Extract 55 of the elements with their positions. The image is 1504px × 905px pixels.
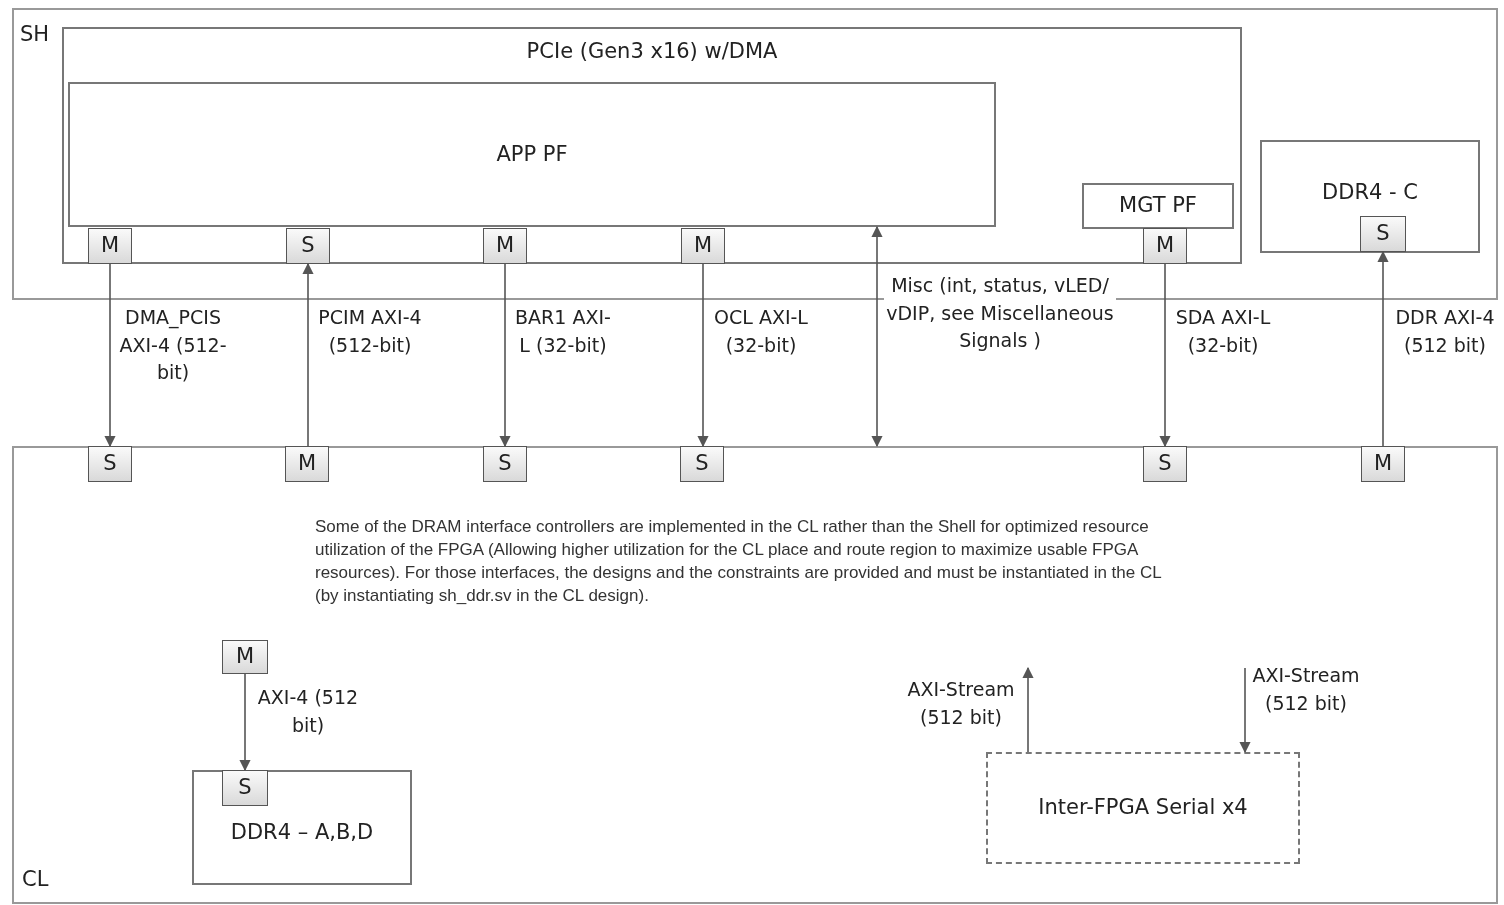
dashed-box: [986, 752, 1300, 864]
arrow: [499, 263, 511, 448]
port-label: S: [695, 451, 709, 477]
port-box: [1143, 446, 1187, 482]
port-label: S: [301, 233, 315, 259]
port-box: [88, 228, 132, 264]
block-box: [62, 27, 1242, 264]
port-box: [222, 640, 268, 674]
arrow: [871, 225, 883, 448]
port-label: S: [103, 451, 117, 477]
port-label: S: [1158, 451, 1172, 477]
port-box: [1360, 216, 1406, 252]
block-label: APP PF: [496, 141, 568, 168]
port-label: M: [235, 644, 255, 670]
port-box: [222, 770, 268, 806]
port-label: M: [693, 233, 713, 259]
block-label: DDR4 - C: [1322, 180, 1418, 206]
block-label: Inter-FPGA Serial x4: [1038, 795, 1248, 821]
arrow: [1239, 667, 1251, 754]
note-text: Some of the DRAM interface controllers are implemented in the CL rather than the Shell for optimized resource utilization of the FPGA (Allowing higher utilization for the CL place and route region to maximize usable FPGA resources). For those interfaces, the designs and the constraints are provided and must be instantiated in the CL (by instantiating sh_ddr.sv in the CL design).: [315, 516, 1163, 607]
arrow: [1159, 263, 1171, 448]
port-label: S: [498, 451, 512, 477]
port-box: [483, 446, 527, 482]
block-box: [68, 82, 996, 227]
port-box: [483, 228, 527, 264]
region-box: [12, 8, 1498, 300]
arrow: [1377, 250, 1389, 447]
arrow: [239, 673, 251, 772]
block-label: MGT PF: [1119, 193, 1197, 219]
port-label: M: [297, 451, 317, 477]
port-box: [1361, 446, 1405, 482]
block-label: PCIe (Gen3 x16) w/DMA: [526, 39, 778, 65]
port-box: [88, 446, 132, 482]
arrow: [1022, 666, 1034, 753]
region-label: CL: [22, 866, 49, 892]
arrow: [104, 263, 116, 448]
port-box: [286, 228, 330, 264]
port-box: [285, 446, 329, 482]
port-label: M: [1373, 451, 1393, 477]
block-box: [1260, 140, 1480, 253]
port-box: [680, 446, 724, 482]
block-box: [1082, 183, 1234, 229]
port-label: S: [1376, 221, 1390, 247]
block-box: [192, 770, 412, 885]
port-label: S: [238, 775, 252, 801]
port-label: M: [1155, 233, 1175, 259]
region-box: [12, 446, 1498, 904]
port-label: M: [100, 233, 120, 259]
port-box: [681, 228, 725, 264]
port-box: [1143, 228, 1187, 264]
arrow: [697, 263, 709, 448]
region-label: SH: [20, 22, 50, 48]
port-label: M: [495, 233, 515, 259]
arrow: [302, 262, 314, 447]
block-label: DDR4 – A,B,D: [230, 819, 374, 845]
